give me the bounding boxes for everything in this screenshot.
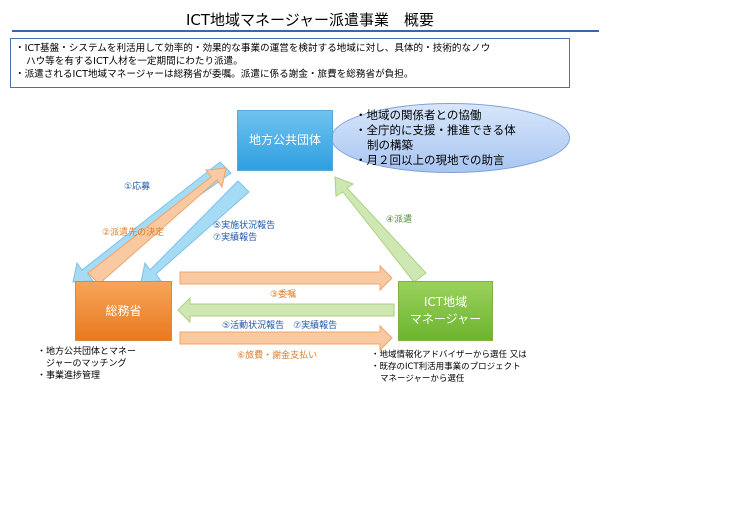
arrow-payment (179, 324, 393, 352)
manager-notes: ・地域情報化アドバイザーから選任 又は ・既存のICT利活用事業のプロジェクト … (371, 349, 527, 385)
mic-note-3: ・事業進捗管理 (37, 371, 101, 381)
arrow-decide (87, 167, 227, 285)
node-mic-label: 総務省 (105, 303, 142, 318)
page-title: ICT地域マネージャー派遣事業 概要 (185, 11, 434, 29)
node-ict-manager-label-2: マネージャー (409, 312, 482, 326)
label-apply: ①応募 (124, 182, 151, 192)
requirement-3: ・月２回以上の現地での助言 (355, 153, 505, 167)
arrow-activity-report (177, 296, 395, 324)
label-payment: ⑥旅費・謝金支払い (237, 351, 318, 361)
requirement-2-cont: 制の構築 (367, 138, 413, 152)
requirement-1: ・地域の関係者との協働 (355, 108, 482, 122)
arrow-commission (179, 264, 393, 292)
requirement-2: ・全庁的に支援・推進できる体 (355, 123, 516, 137)
node-local-government-label: 地方公共団体 (248, 133, 321, 147)
node-local-government: 地方公共団体 (237, 110, 333, 171)
label-impl-report-2: ⑦実績報告 (213, 233, 258, 243)
title-underline (12, 30, 599, 32)
manager-note-2: ・既存のICT利活用事業のプロジェクト (371, 362, 521, 372)
requirements-text: ・地域の関係者との協働 ・全庁的に支援・推進できる体 制の構築 ・月２回以上の現… (355, 108, 516, 168)
summary-line-1: ・ICT基盤・システムを利活用して効率的・効果的な事業の運営を検討する地域に対し… (15, 43, 491, 54)
label-impl-report-1: ⑤実施状況報告 (213, 221, 276, 231)
arrow-dispatch (334, 176, 427, 283)
node-ict-manager-label-1: ICT地域 (423, 295, 468, 309)
label-decide: ②派遣先の決定 (102, 228, 165, 238)
summary-box: ・ICT基盤・システムを利活用して効率的・効果的な事業の運営を検討する地域に対し… (10, 38, 570, 88)
manager-note-1: ・地域情報化アドバイザーから選任 又は (371, 350, 527, 360)
label-dispatch: ④派遣 (386, 215, 413, 225)
label-commission: ③委嘱 (270, 290, 297, 300)
node-ict-manager: ICT地域 マネージャー (398, 281, 493, 341)
mic-notes: ・地方公共団体とマネー ジャーのマッチング ・事業進捗管理 (37, 346, 136, 382)
node-mic: 総務省 (75, 281, 172, 341)
summary-line-2: ハウ等を有するICT人材を一定期間にわたり派遣。 (26, 56, 243, 67)
manager-note-3: マネージャーから選任 (380, 374, 465, 384)
label-activity-report: ⑤活動状況報告 ⑦実績報告 (222, 321, 338, 331)
mic-note-2: ジャーのマッチング (46, 359, 127, 369)
summary-line-3: ・派遣されるICT地域マネージャーは総務省が委嘱。派遣に係る謝金・旅費を総務省が… (15, 69, 414, 80)
mic-note-1: ・地方公共団体とマネー (37, 347, 137, 357)
